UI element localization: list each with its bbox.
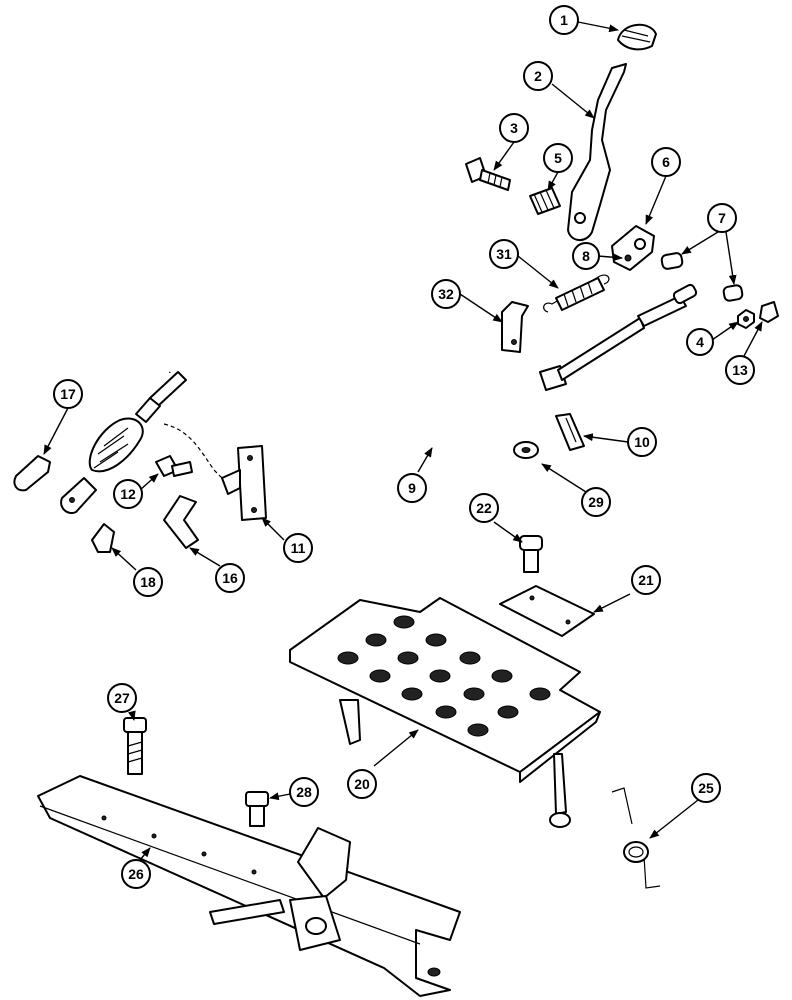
svg-text:8: 8 bbox=[582, 248, 590, 264]
part-retaining-clip bbox=[555, 413, 585, 451]
part-shim-plate bbox=[499, 585, 595, 637]
svg-text:21: 21 bbox=[638, 572, 654, 588]
part-long-bolt bbox=[123, 717, 147, 775]
callout-8: 8 bbox=[572, 242, 600, 270]
part-hex-bolt bbox=[155, 455, 193, 477]
callout-3: 3 bbox=[499, 113, 529, 143]
callout-29: 29 bbox=[581, 487, 611, 517]
svg-text:12: 12 bbox=[120, 486, 136, 502]
callout-10: 10 bbox=[627, 427, 657, 457]
svg-text:5: 5 bbox=[554, 150, 562, 166]
callout-20: 20 bbox=[347, 769, 377, 799]
callout-25: 25 bbox=[691, 773, 721, 803]
callout-4: 4 bbox=[686, 328, 714, 356]
svg-text:3: 3 bbox=[510, 120, 518, 136]
leader-lines bbox=[43, 21, 763, 861]
callout-22: 22 bbox=[469, 493, 499, 523]
tread-holes bbox=[337, 615, 551, 737]
callout-13: 13 bbox=[725, 355, 755, 385]
svg-text:27: 27 bbox=[114, 690, 130, 706]
svg-text:20: 20 bbox=[354, 776, 370, 792]
callout-9: 9 bbox=[397, 473, 427, 503]
svg-text:4: 4 bbox=[696, 334, 704, 350]
part-pedal-plate bbox=[289, 597, 601, 828]
callout-16: 16 bbox=[215, 563, 245, 593]
callout-31: 31 bbox=[489, 239, 519, 269]
part-mount-plate bbox=[221, 445, 267, 521]
callout-18: 18 bbox=[133, 567, 163, 597]
part-clip-small bbox=[759, 301, 779, 323]
svg-text:32: 32 bbox=[438, 286, 454, 302]
svg-text:28: 28 bbox=[296, 784, 312, 800]
svg-text:2: 2 bbox=[534, 68, 542, 84]
svg-text:17: 17 bbox=[60, 386, 76, 402]
part-bushing bbox=[660, 252, 744, 302]
callout-1: 1 bbox=[549, 5, 579, 35]
callout-27: 27 bbox=[107, 683, 137, 713]
part-carriage-bolt bbox=[519, 535, 543, 573]
part-nut bbox=[737, 309, 755, 329]
svg-text:7: 7 bbox=[718, 210, 726, 226]
callout-32: 32 bbox=[431, 279, 461, 309]
part-bracket bbox=[501, 301, 529, 353]
callout-12: 12 bbox=[113, 479, 143, 509]
parts bbox=[13, 24, 779, 997]
part-spring-clip bbox=[91, 523, 115, 553]
part-spring bbox=[529, 187, 561, 215]
callout-7: 7 bbox=[707, 203, 737, 233]
part-torsion-spring bbox=[611, 787, 661, 889]
part-angle-bracket bbox=[163, 495, 199, 549]
part-pivot-plate bbox=[611, 225, 655, 271]
svg-text:6: 6 bbox=[662, 154, 670, 170]
svg-text:10: 10 bbox=[634, 434, 650, 450]
svg-text:26: 26 bbox=[128, 866, 144, 882]
svg-text:22: 22 bbox=[476, 500, 492, 516]
callout-6: 6 bbox=[651, 147, 681, 177]
callout-17: 17 bbox=[53, 379, 83, 409]
svg-text:16: 16 bbox=[222, 570, 238, 586]
svg-text:29: 29 bbox=[588, 494, 604, 510]
part-knob bbox=[617, 24, 657, 51]
part-short-bolt bbox=[245, 791, 269, 827]
part-frame-rail bbox=[37, 775, 461, 997]
part-washer bbox=[513, 441, 539, 459]
part-bolt bbox=[465, 157, 511, 191]
part-cable bbox=[60, 283, 698, 514]
callout-11: 11 bbox=[283, 533, 313, 563]
svg-text:18: 18 bbox=[140, 574, 156, 590]
callout-2: 2 bbox=[523, 61, 553, 91]
svg-text:1: 1 bbox=[560, 12, 568, 28]
svg-text:25: 25 bbox=[698, 780, 714, 796]
part-clevis bbox=[13, 455, 51, 492]
svg-text:13: 13 bbox=[732, 362, 748, 378]
part-lever bbox=[567, 63, 627, 241]
callouts: 1 2 3 5 6 7 8 31 32 4 13 17 10 12 9 29 1… bbox=[53, 5, 755, 889]
svg-text:11: 11 bbox=[291, 540, 306, 556]
callout-21: 21 bbox=[631, 565, 661, 595]
svg-text:9: 9 bbox=[408, 480, 416, 496]
callout-5: 5 bbox=[543, 143, 573, 173]
callout-28: 28 bbox=[289, 777, 319, 807]
part-tension-spring bbox=[543, 274, 610, 313]
svg-text:31: 31 bbox=[496, 246, 512, 262]
callout-26: 26 bbox=[121, 859, 151, 889]
